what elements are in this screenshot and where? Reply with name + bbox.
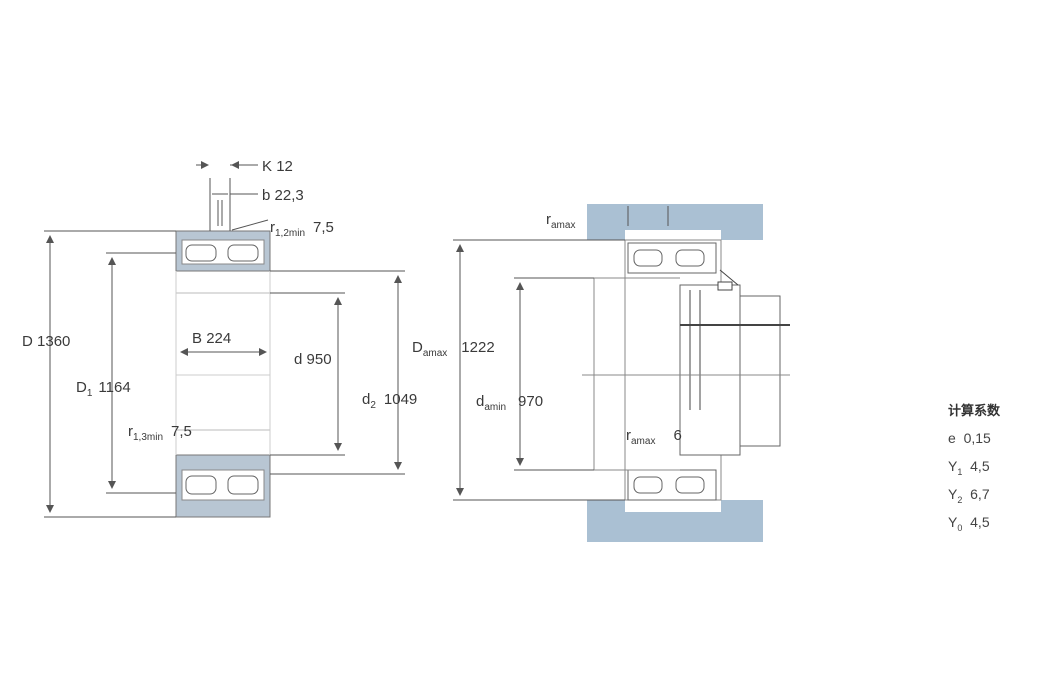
k-b-marks xyxy=(196,161,269,231)
label-B: B 224 xyxy=(192,330,231,347)
dim-Damax xyxy=(453,239,625,501)
label-d: d 950 xyxy=(294,351,332,368)
label-ramax-top: ramax xyxy=(546,211,575,231)
label-D: D 1360 xyxy=(22,333,70,350)
dim-d xyxy=(270,292,345,456)
dim-d2 xyxy=(270,270,405,475)
label-K: K 12 xyxy=(262,158,293,175)
bearing-section xyxy=(175,230,271,518)
calc-row-e: e 0,15 xyxy=(948,430,991,446)
calc-row-y1: Y1 4,5 xyxy=(948,458,990,477)
calc-title: 计算系数 xyxy=(948,403,1001,418)
dim-D xyxy=(44,230,176,518)
mounting-section xyxy=(582,204,790,542)
calc-row-y2: Y2 6,7 xyxy=(948,486,990,505)
calc-row-y0: Y0 4,5 xyxy=(948,514,990,533)
label-b: b 22,3 xyxy=(262,187,304,204)
dim-damin xyxy=(514,277,594,471)
dim-D1 xyxy=(106,252,176,494)
